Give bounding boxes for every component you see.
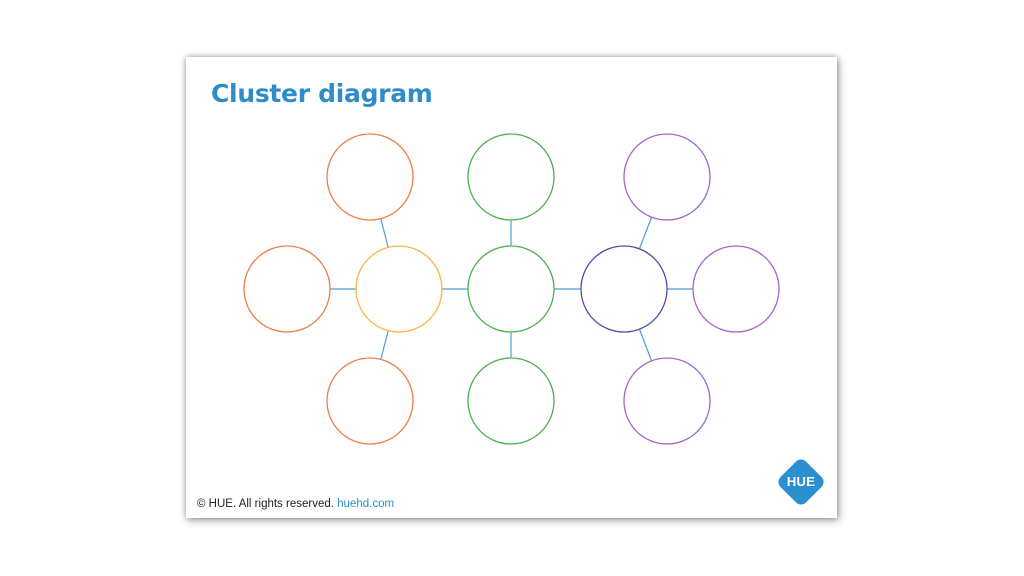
page-title: Cluster diagram: [211, 79, 433, 108]
website-link[interactable]: huehd.com: [337, 498, 395, 510]
circles: [243, 133, 780, 445]
green-cluster-node-bottom: [467, 357, 555, 445]
orange-cluster-node-bottom: [326, 357, 414, 445]
worksheet: Cluster diagram © HUE. All rights reserv…: [186, 57, 837, 518]
purple-cluster-node-bottom: [623, 357, 711, 445]
orange-cluster-hub-node: [355, 245, 443, 333]
purple-cluster-connector-bottom: [638, 328, 653, 362]
connectors: [330, 216, 693, 362]
orange-cluster-node-left: [243, 245, 331, 333]
orange-cluster-node-top: [326, 133, 414, 221]
green-cluster-node-top: [467, 133, 555, 221]
purple-cluster-node-right: [692, 245, 780, 333]
copyright-text: © HUE. All rights reserved.: [197, 498, 334, 510]
orange-cluster-connector-top: [380, 218, 389, 248]
purple-cluster-hub-node: [580, 245, 668, 333]
footer: © HUE. All rights reserved. huehd.com: [197, 498, 394, 510]
orange-cluster-connector-bottom: [380, 330, 389, 360]
logo-text: HUE: [786, 474, 816, 489]
green-cluster-hub-node: [467, 245, 555, 333]
purple-cluster-node-top: [623, 133, 711, 221]
hue-logo: HUE: [775, 456, 827, 508]
purple-cluster-connector-top: [638, 216, 653, 250]
cluster-diagram: [243, 133, 780, 445]
